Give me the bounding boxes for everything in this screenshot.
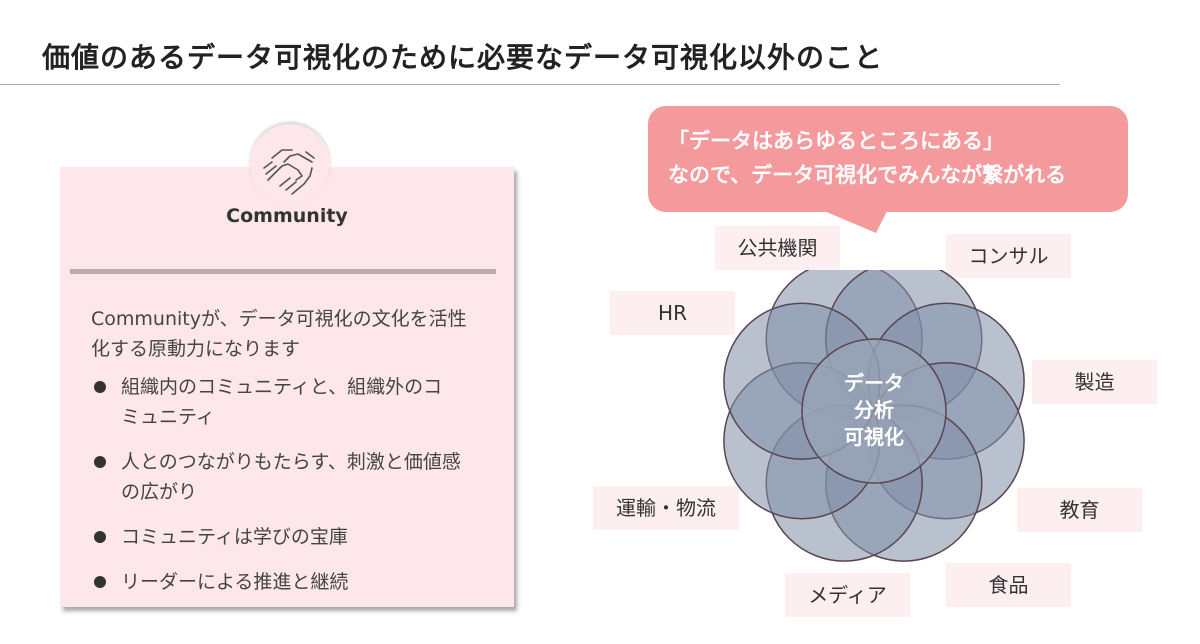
list-item: 組織内のコミュニティと、組織外のコ ミュニティ [91, 372, 501, 432]
center-circle [801, 338, 947, 484]
sector-media: メディア [785, 573, 910, 617]
icon-badge [250, 124, 330, 204]
lead-line: 化する原動力になります [91, 338, 301, 360]
bullet-line: リーダーによる推進と継続 [121, 571, 349, 593]
center-label-line3: 可視化 [844, 425, 904, 449]
card-lead-text: Communityが、データ可視化の文化を活性 化する原動力になります [91, 304, 501, 364]
bullet-dot-icon [94, 381, 106, 393]
card-divider [70, 269, 496, 274]
list-item: リーダーによる推進と継続 [91, 567, 501, 597]
bubble-text: 「データはあらゆるところにある」 なので、データ可視化でみんなが繋がれる [668, 124, 1118, 192]
center-label-line1: データ [844, 371, 904, 395]
bullet-line: 人とのつながりもたらす、刺激と価値感 [121, 451, 461, 473]
sector-manufacturing: 製造 [1032, 360, 1157, 404]
sector-logistics: 運輸・物流 [593, 486, 739, 530]
bullet-dot-icon [94, 456, 106, 468]
bullet-line: ミュニティ [121, 406, 215, 428]
sector-consulting: コンサル [946, 234, 1071, 278]
list-item: コミュニティは学びの宝庫 [91, 522, 501, 552]
card-heading: Community [226, 205, 348, 227]
bullet-line: の広がり [121, 481, 198, 503]
bubble-line: 「データはあらゆるところにある」 [668, 129, 1004, 153]
page-title: 価値のあるデータ可視化のために必要なデータ可視化以外のこと [42, 41, 884, 74]
sector-public: 公共機関 [715, 226, 840, 270]
community-card [60, 167, 514, 607]
bullet-dot-icon [94, 576, 106, 588]
bullet-list: 組織内のコミュニティと、組織外のコ ミュニティ 人とのつながりもたらす、刺激と価… [91, 372, 501, 612]
bullet-dot-icon [94, 531, 106, 543]
sector-food: 食品 [946, 563, 1071, 607]
sector-education: 教育 [1017, 488, 1142, 532]
bullet-line: コミュニティは学びの宝庫 [121, 526, 348, 548]
bullet-line: 組織内のコミュニティと、組織外のコ [121, 376, 443, 398]
list-item: 人とのつながりもたらす、刺激と価値感 の広がり [91, 447, 501, 507]
center-label-line2: 分析 [854, 398, 894, 422]
handshake-icon [263, 149, 315, 195]
sector-hr: HR [610, 291, 735, 335]
bubble-line: なので、データ可視化でみんなが繋がれる [668, 163, 1067, 187]
venn-diagram: データ 分析 可視化 [723, 270, 1025, 562]
lead-line: Communityが、データ可視化の文化を活性 [91, 308, 467, 330]
speech-bubble [648, 106, 1128, 212]
title-divider [0, 84, 1060, 85]
speech-bubble-tail [810, 205, 890, 233]
